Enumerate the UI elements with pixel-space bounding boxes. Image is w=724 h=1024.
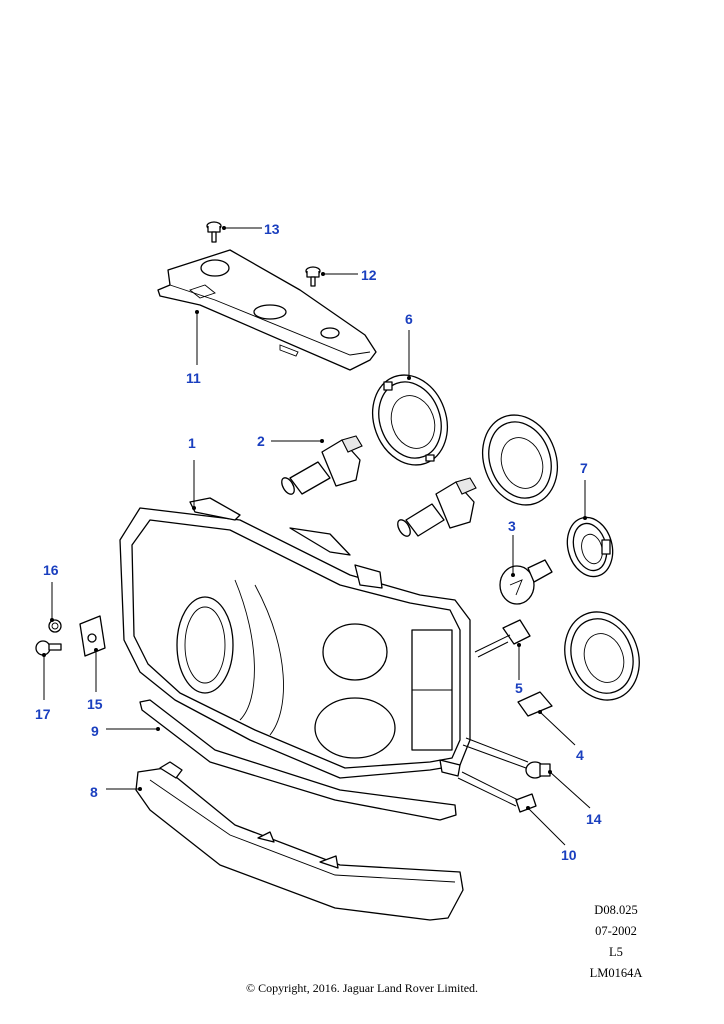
callout-3: 3	[508, 518, 516, 534]
part-12-screw	[305, 266, 321, 287]
callout-2: 2	[257, 433, 265, 449]
callout-11: 11	[186, 370, 201, 386]
part-2-bulb-lower	[397, 477, 477, 537]
part-9-seal-strip	[139, 699, 457, 821]
callout-15: 15	[87, 696, 103, 712]
callouts: 1 2 3 4 5 6 7 8 9 10 11 12 13 14 15 16 1…	[35, 221, 602, 863]
part-cover-lower	[564, 611, 640, 701]
part-4-wedge-bulb	[517, 691, 553, 717]
callout-12: 12	[361, 267, 377, 283]
drawing-level: L5	[609, 945, 623, 959]
callout-8: 8	[90, 784, 98, 800]
part-10-bulb	[515, 793, 537, 813]
copyright-notice: © Copyright, 2016. Jaguar Land Rover Lim…	[245, 981, 479, 995]
part-6-cover-second	[482, 414, 558, 506]
drawing-number: D08.025	[594, 903, 638, 917]
callout-10: 10	[561, 847, 577, 863]
drawing-date: 07-2002	[595, 924, 637, 938]
part-1-headlamp-unit	[119, 497, 471, 779]
callout-17: 17	[35, 706, 51, 722]
callout-4: 4	[576, 747, 584, 763]
drawing-ref: LM0164A	[589, 966, 643, 980]
part-17-screw	[35, 640, 62, 656]
part-14-bulb-holder	[525, 761, 551, 779]
part-16-nut	[48, 619, 62, 633]
callout-14: 14	[586, 811, 602, 827]
drawing-reference-block: D08.025 07-2002 L5 LM0164A	[580, 900, 652, 984]
part-5-wedge-bulb	[502, 619, 531, 645]
callout-13: 13	[264, 221, 280, 237]
callout-9: 9	[91, 723, 99, 739]
part-6-cover-large	[372, 374, 448, 466]
callout-6: 6	[405, 311, 413, 327]
part-11-support-bracket	[157, 249, 377, 371]
callout-5: 5	[515, 680, 523, 696]
part-2-bulb-upper	[281, 435, 363, 495]
part-7-cover-small	[566, 516, 614, 578]
part-8-lower-trim	[135, 761, 464, 921]
part-13-screw	[206, 221, 222, 243]
callout-1: 1	[188, 435, 196, 451]
part-3-indicator-bulb	[499, 559, 553, 605]
part-15-bracket	[79, 615, 106, 657]
callout-16: 16	[43, 562, 59, 578]
callout-7: 7	[580, 460, 588, 476]
leader-lines	[42, 226, 591, 846]
